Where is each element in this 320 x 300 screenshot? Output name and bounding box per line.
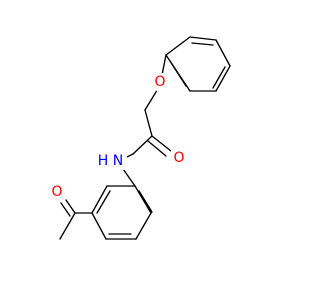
bond-ring2-d [91, 212, 107, 240]
oxygen-ether-bg [152, 73, 168, 91]
bond-ring1-d-inner [212, 66, 226, 89]
bond-ring1-d [215, 65, 231, 92]
bond-ring2-a [134, 185, 152, 214]
bond-ring1-b-inner [191, 42, 214, 46]
bond-ring2-e [91, 185, 108, 214]
bond-ring1-a [165, 36, 191, 56]
molecule-canvas: O O N H O [49, 36, 231, 240]
bond-carbonyl-oxygen-b [147, 140, 167, 157]
bond-layer [59, 36, 231, 240]
bond-acetyl-oxygen-b [60, 202, 71, 217]
nitrogen-bg [111, 152, 127, 170]
hydrogen-bg [96, 152, 110, 170]
bond-ring2-e-inner [96, 190, 111, 214]
bond-ring1-f-inner [169, 60, 187, 87]
bond-ch2-ch2 [144, 109, 153, 137]
oxygen-amide-bg [171, 149, 187, 167]
oxygen-ether-label: O [154, 74, 165, 90]
atom-layer: O O N H O [49, 73, 187, 201]
bond-acetyl-oxygen-a [65, 199, 76, 214]
bond-acetyl-methyl [59, 212, 76, 240]
bond-ring2-b [135, 212, 152, 240]
bond-ch2-carbonyl [132, 135, 153, 155]
nitrogen-label: N [113, 153, 123, 169]
bond-ring2-a-inner [138, 190, 153, 213]
oxygen-ketone-label: O [51, 184, 62, 200]
bond-ring1-b [189, 36, 217, 41]
oxygen-ketone-bg [49, 183, 65, 201]
oxygen-amide-label: O [173, 150, 184, 166]
hydrogen-label: H [98, 153, 109, 169]
bond-ring1-c [215, 39, 231, 67]
chemical-structure: O O N H O [49, 36, 231, 240]
bond-carbonyl-oxygen-a [151, 135, 172, 152]
